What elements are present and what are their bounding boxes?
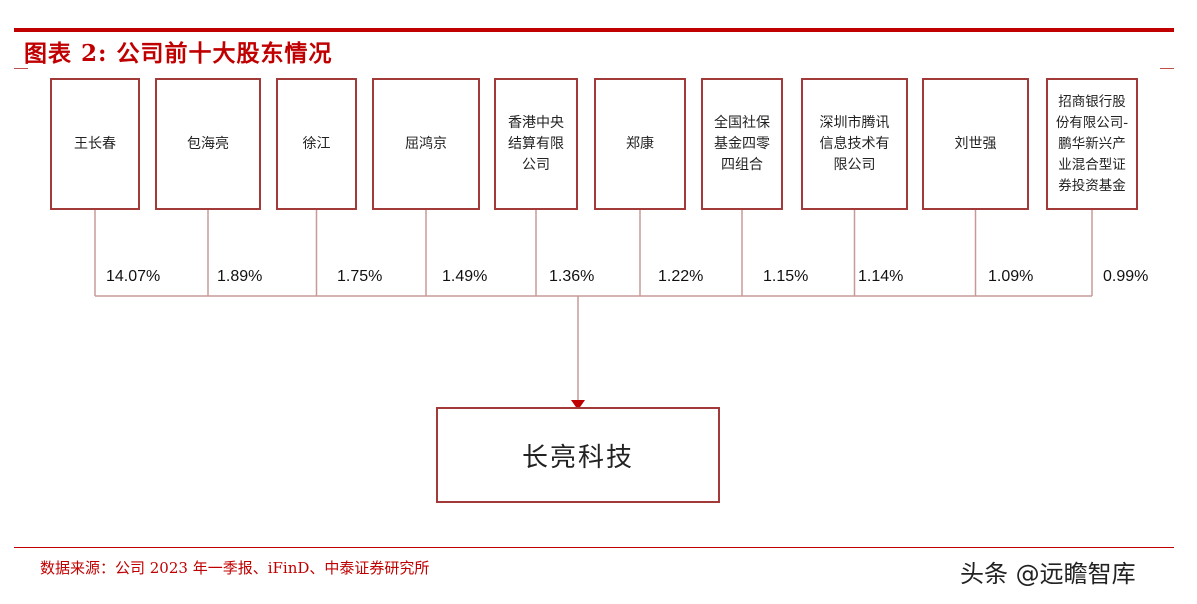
holder-box-10: 招商银行股份有限公司-鹏华新兴产业混合型证券投资基金 bbox=[1046, 78, 1138, 210]
holder-name: 郑康 bbox=[626, 135, 654, 152]
holder-name: 王长春 bbox=[74, 135, 116, 152]
pct-label-8: 1.14% bbox=[858, 268, 904, 285]
watermark: 头条 @远瞻智库 bbox=[960, 560, 1136, 588]
right-tick bbox=[1160, 68, 1174, 69]
pct-label-3: 1.75% bbox=[337, 268, 383, 285]
holder-box-1: 王长春 bbox=[50, 78, 140, 210]
pct-label-4: 1.49% bbox=[442, 268, 488, 285]
holder-box-5: 香港中央结算有限公司 bbox=[494, 78, 578, 210]
figure-title: 图表 2: 公司前十大股东情况 bbox=[24, 40, 333, 67]
holder-box-6: 郑康 bbox=[594, 78, 686, 210]
pct-label-2: 1.89% bbox=[217, 268, 263, 285]
pct-label-5: 1.36% bbox=[549, 268, 595, 285]
top-rule bbox=[14, 28, 1174, 32]
holder-box-2: 包海亮 bbox=[155, 78, 261, 210]
pct-label-1: 14.07% bbox=[106, 268, 161, 285]
holder-box-3: 徐江 bbox=[276, 78, 357, 210]
holder-name: 包海亮 bbox=[187, 135, 229, 152]
pct-label-6: 1.22% bbox=[658, 268, 704, 285]
bottom-rule bbox=[14, 547, 1174, 548]
holder-box-8: 深圳市腾讯信息技术有限公司 bbox=[801, 78, 908, 210]
arrow-head bbox=[571, 400, 585, 410]
holder-name: 全国社保基金四零四组合 bbox=[714, 114, 770, 173]
holder-name: 深圳市腾讯信息技术有限公司 bbox=[819, 114, 890, 173]
holder-name: 屈鸿京 bbox=[405, 135, 447, 152]
pct-label-7: 1.15% bbox=[763, 268, 809, 285]
holder-name: 招商银行股份有限公司-鹏华新兴产业混合型证券投资基金 bbox=[1055, 93, 1129, 194]
source-note: 数据来源：公司 2023 年一季报、iFinD、中泰证券研究所 bbox=[40, 559, 430, 577]
holder-box-7: 全国社保基金四零四组合 bbox=[701, 78, 783, 210]
holder-name: 刘世强 bbox=[954, 135, 997, 152]
holder-name: 徐江 bbox=[302, 135, 331, 152]
company-box: 长亮科技 bbox=[436, 407, 720, 503]
holder-name: 香港中央结算有限公司 bbox=[508, 114, 564, 173]
left-tick bbox=[14, 68, 28, 69]
holder-box-9: 刘世强 bbox=[922, 78, 1029, 210]
company-name: 长亮科技 bbox=[521, 442, 634, 473]
holder-box-4: 屈鸿京 bbox=[372, 78, 480, 210]
pct-label-9: 1.09% bbox=[988, 268, 1034, 285]
pct-label-10: 0.99% bbox=[1103, 268, 1149, 285]
